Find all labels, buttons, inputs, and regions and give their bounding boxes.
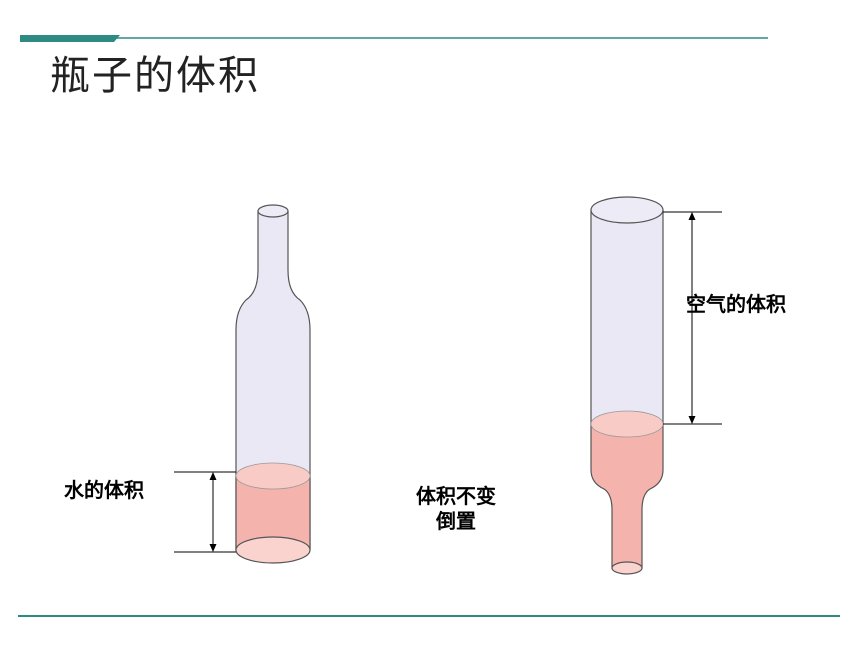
inverted-bottle-mouth xyxy=(611,561,643,575)
inverted-water-surface xyxy=(590,410,664,438)
upright-bottle xyxy=(235,204,311,564)
inverted-water-body xyxy=(590,423,664,569)
transition-label: 体积不变 倒置 xyxy=(416,484,496,534)
water-surface xyxy=(235,462,311,490)
air-volume-label: 空气的体积 xyxy=(686,292,786,316)
header-accent-bar xyxy=(20,35,120,42)
air-volume-dimension xyxy=(663,211,722,425)
water-volume-dimension xyxy=(174,471,236,553)
bottle-base xyxy=(235,536,311,564)
inverted-bottle-glass xyxy=(590,209,664,425)
water-volume-label: 水的体积 xyxy=(64,478,144,502)
inverted-bottle-base xyxy=(590,196,664,224)
page-title: 瓶子的体积 xyxy=(50,53,260,99)
inverted-label: 倒置 xyxy=(436,509,476,533)
volume-unchanged-label: 体积不变 xyxy=(416,484,496,508)
bottle-mouth xyxy=(257,204,289,218)
inverted-bottle xyxy=(590,196,664,575)
